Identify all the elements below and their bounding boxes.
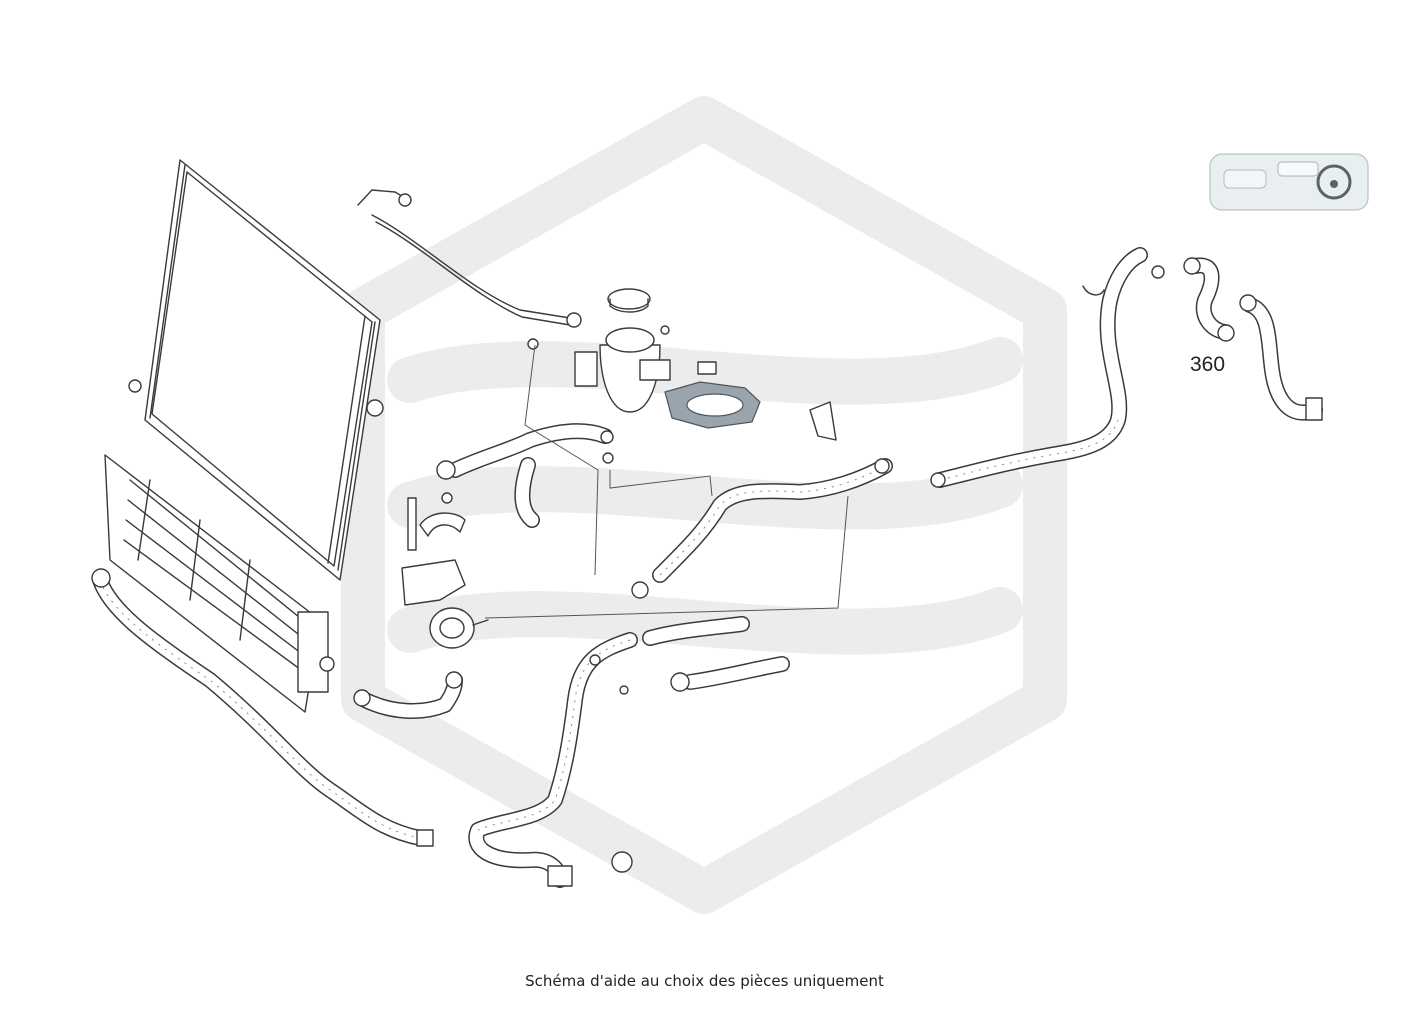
- hose-clips: [589, 401, 890, 666]
- lower-return-hose: [91, 568, 434, 847]
- pump-brackets: [401, 492, 629, 695]
- vehicle-view-thumbnail[interactable]: [1206, 146, 1372, 214]
- callout-number[interactable]: 360: [1190, 353, 1226, 376]
- radiator: [128, 159, 384, 581]
- intercooler: [104, 454, 335, 713]
- heater-hoses-right: [1183, 257, 1323, 421]
- diagram-caption: Schéma d'aide au choix des pièces unique…: [525, 972, 884, 990]
- tank-bracket-highlighted: [664, 381, 761, 429]
- bleed-pipe: [357, 189, 582, 350]
- electric-water-pump: [429, 607, 489, 649]
- leader-lines: [484, 344, 849, 619]
- watermark-logo: [341, 96, 1067, 914]
- expansion-tank: [574, 288, 717, 413]
- main-hose-assembly: [353, 247, 1165, 888]
- dashboard-steering-wheel-icon: [1209, 153, 1369, 211]
